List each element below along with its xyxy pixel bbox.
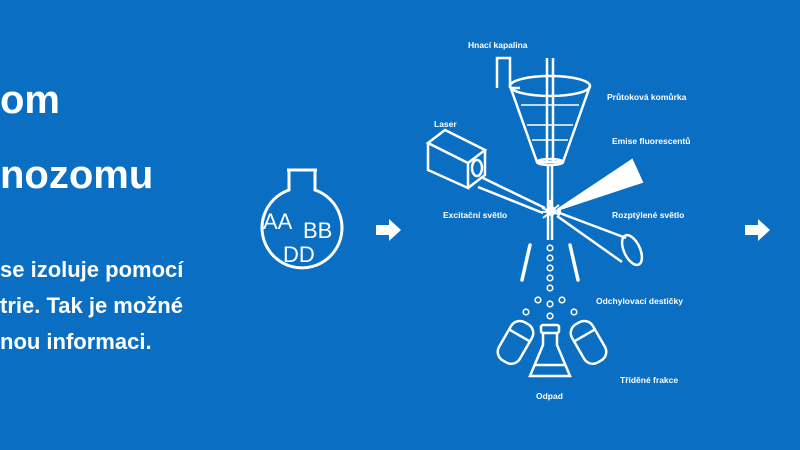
body-line-2: trie. Tak je možné xyxy=(0,293,183,318)
title-line-1: om xyxy=(0,78,60,122)
label-laser: Laser xyxy=(434,119,457,129)
label-excitation: Excitační světlo xyxy=(443,210,507,220)
label-plates: Odchylovací destičky xyxy=(596,296,683,306)
arrow-right-icon xyxy=(745,219,770,241)
driving-fluid-tube xyxy=(495,56,520,90)
label-fluorescence: Emise fluorescentů xyxy=(612,136,690,146)
excitation-beam xyxy=(477,176,546,215)
body-line-1: se izoluje pomocí xyxy=(0,257,184,282)
label-driving-fluid: Hnací kapalina xyxy=(468,40,528,50)
waste-flask xyxy=(528,323,572,378)
flow-cell-funnel xyxy=(508,58,592,240)
sample-flask xyxy=(260,168,344,270)
arrow-right-icon xyxy=(376,219,401,241)
label-waste: Odpad xyxy=(536,391,563,401)
sorted-tube-left xyxy=(496,319,535,366)
flask-text-dd: DD xyxy=(283,242,315,267)
laser-burst-icon xyxy=(540,199,562,223)
label-flow-cell: Průtoková komůrka xyxy=(607,92,687,102)
deflection-plates xyxy=(520,243,580,282)
title-line-2: nozomu xyxy=(0,153,154,197)
scatter-cone xyxy=(556,210,644,267)
flask-text-aa: AA xyxy=(263,209,293,234)
flask-text-bb: BB xyxy=(303,218,332,243)
sorted-tube-right xyxy=(569,319,608,366)
fluorescence-cone xyxy=(556,158,644,211)
laser-icon xyxy=(425,128,488,190)
droplets xyxy=(522,244,578,320)
label-scatter: Rozptýlené světlo xyxy=(612,210,684,220)
body-line-3: nou informaci. xyxy=(0,329,152,354)
label-sorted: Tříděné frakce xyxy=(620,375,678,385)
